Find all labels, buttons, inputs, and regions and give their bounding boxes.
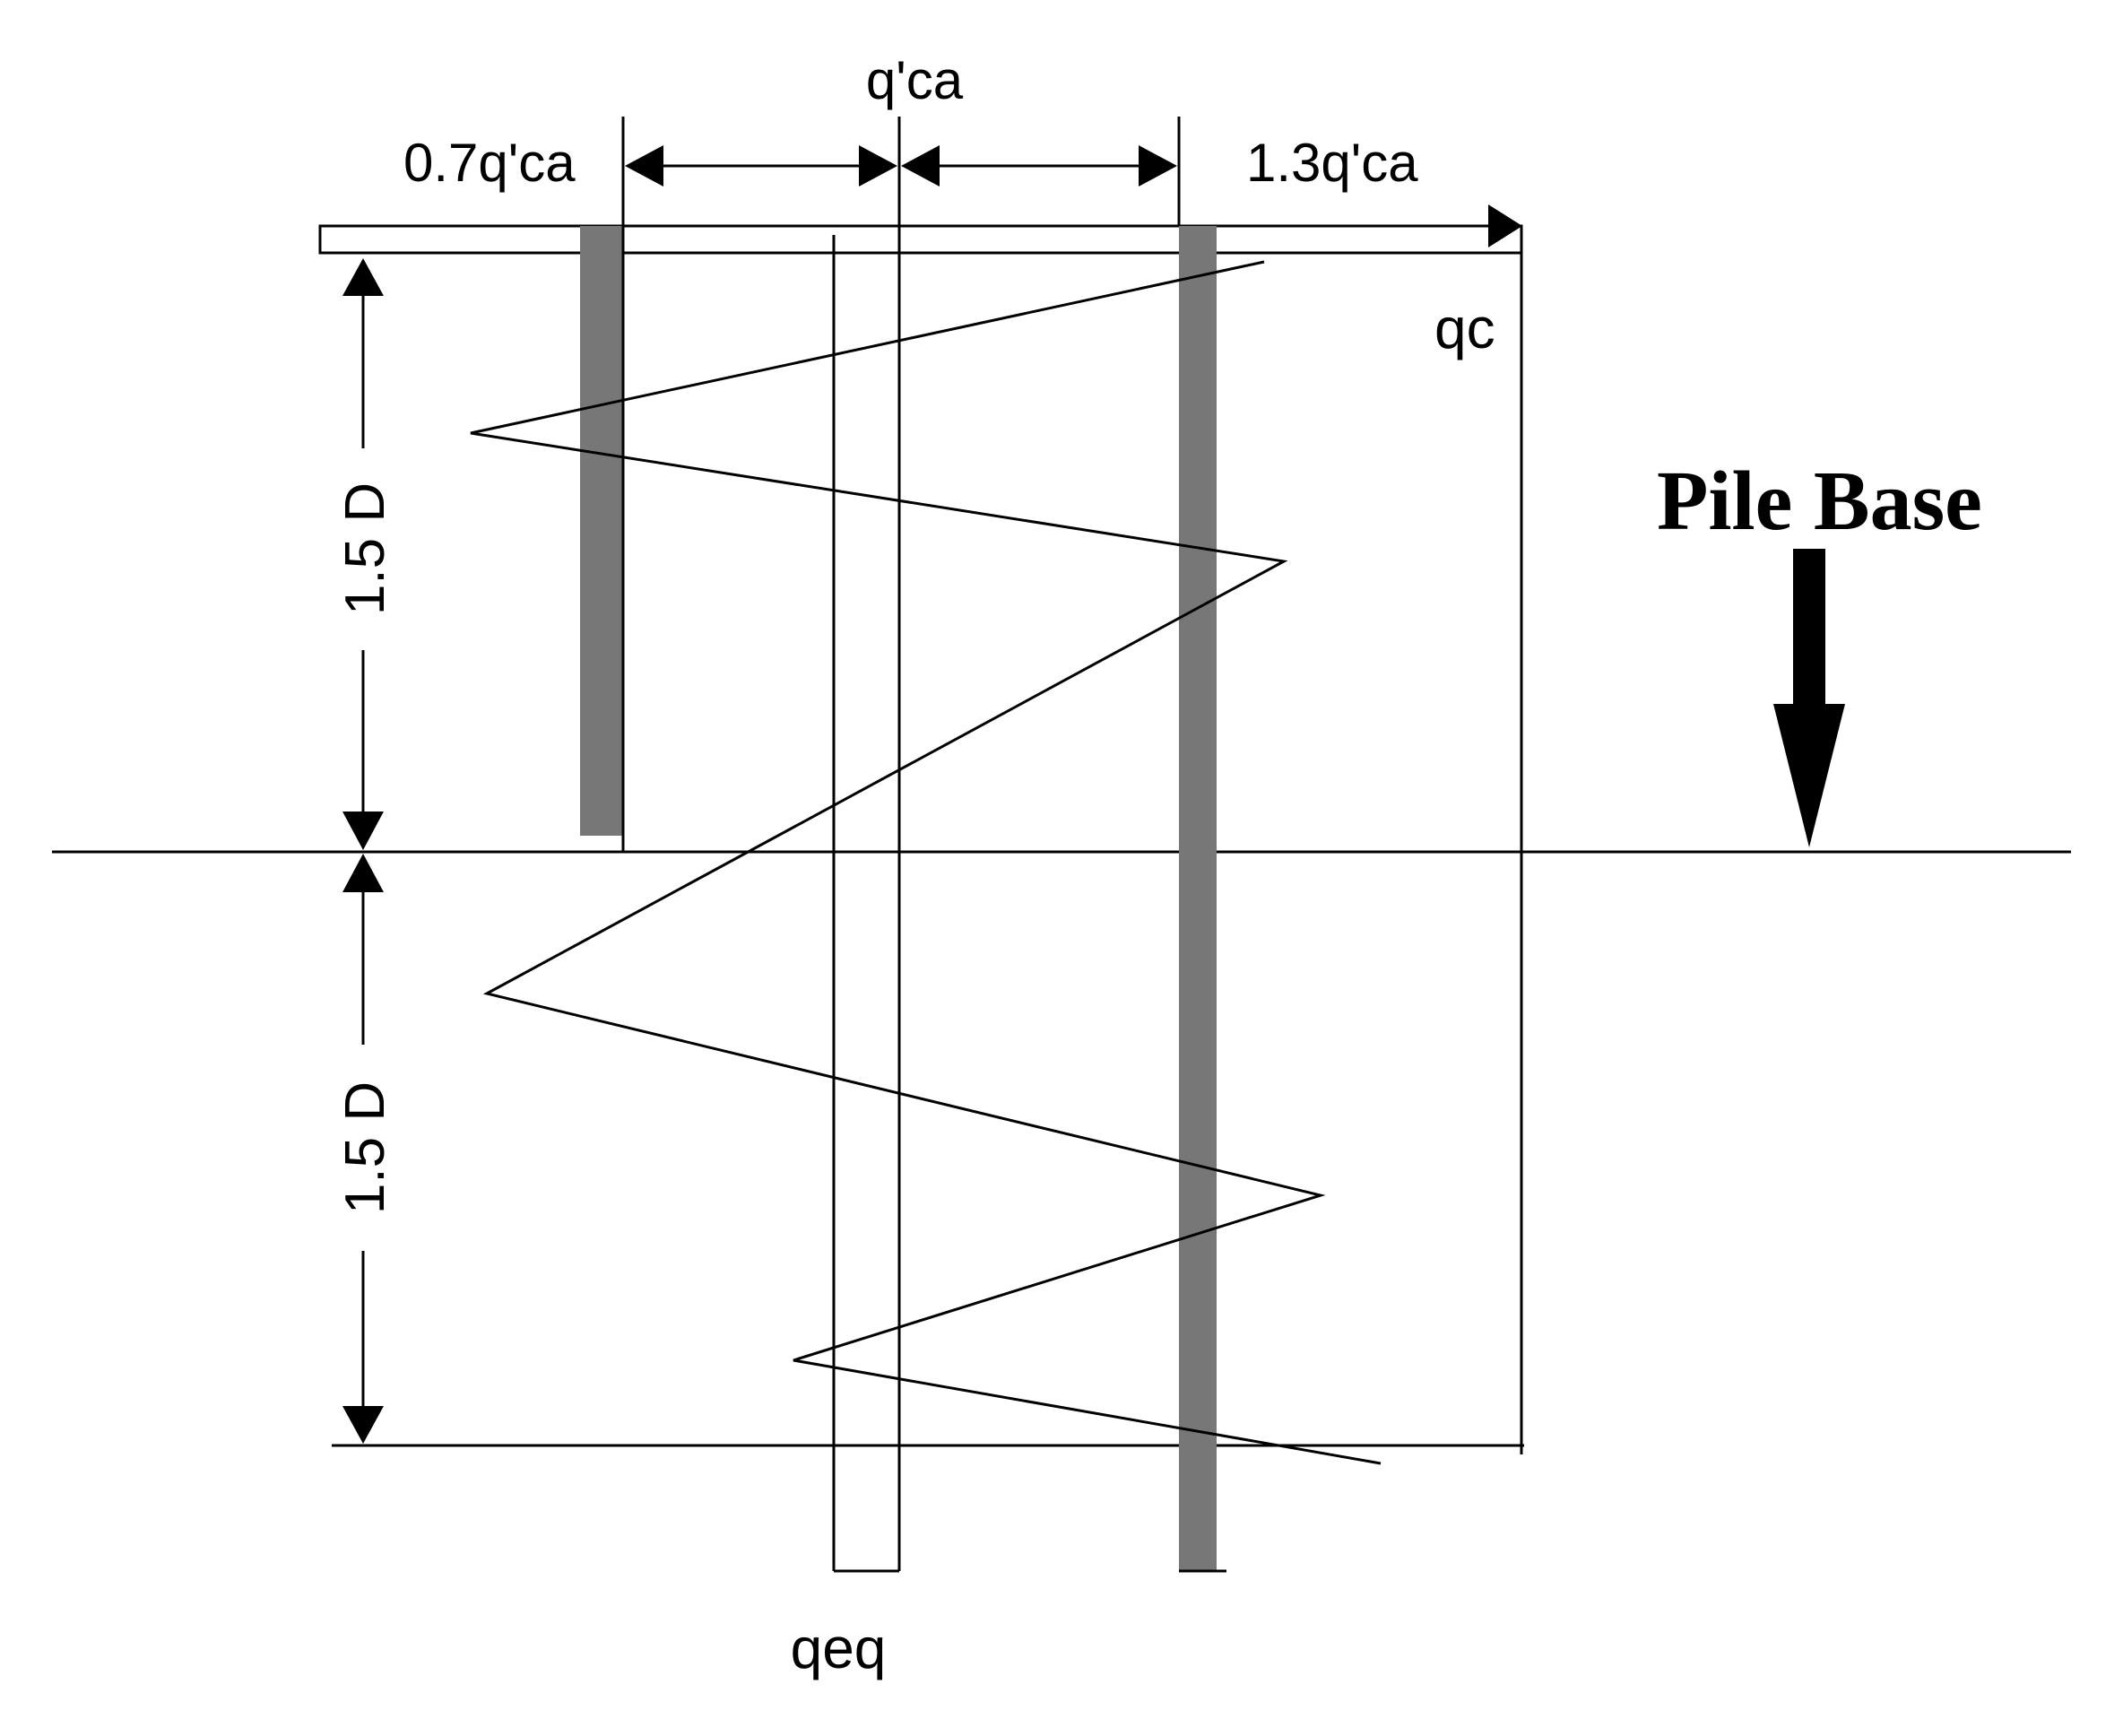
q-eq-label: qeq bbox=[791, 1616, 887, 1680]
depth-dimension-above bbox=[342, 258, 384, 850]
bound-dimension-arrows bbox=[625, 145, 1177, 187]
depth-dimension-below bbox=[342, 854, 384, 1444]
pile-base-label: Pile Base bbox=[1657, 455, 1982, 548]
high-bound-label: 1.3q'ca bbox=[1246, 133, 1418, 193]
lower-bound-band bbox=[580, 226, 623, 836]
qc-label: qc bbox=[1434, 296, 1495, 360]
qc-axis-arrowhead bbox=[1488, 204, 1522, 247]
low-bound-label: 0.7q'ca bbox=[403, 133, 576, 193]
upper-bound-band bbox=[1179, 226, 1217, 1571]
depth-below-label-text: 1.5 D bbox=[334, 1081, 396, 1214]
high-bound-label-text: 1.3q'ca bbox=[1246, 133, 1418, 193]
depth-below-label: 1.5 D bbox=[334, 1081, 396, 1214]
q-ca-label: q'ca bbox=[866, 50, 964, 110]
qc-label-text: qc bbox=[1434, 296, 1495, 360]
pile-base-arrow-icon bbox=[1773, 549, 1845, 847]
qc-axis bbox=[318, 204, 1523, 255]
q-eq-label-text: qeq bbox=[791, 1616, 887, 1680]
q-ca-label-text: q'ca bbox=[866, 50, 964, 110]
qc-profile-line bbox=[470, 260, 1382, 1465]
depth-above-label: 1.5 D bbox=[334, 482, 396, 615]
low-bound-label-text: 0.7q'ca bbox=[403, 133, 576, 193]
q-eq-box bbox=[832, 235, 899, 1573]
pile-base-label-text: Pile Base bbox=[1657, 455, 1982, 548]
depth-above-label-text: 1.5 D bbox=[334, 482, 396, 615]
